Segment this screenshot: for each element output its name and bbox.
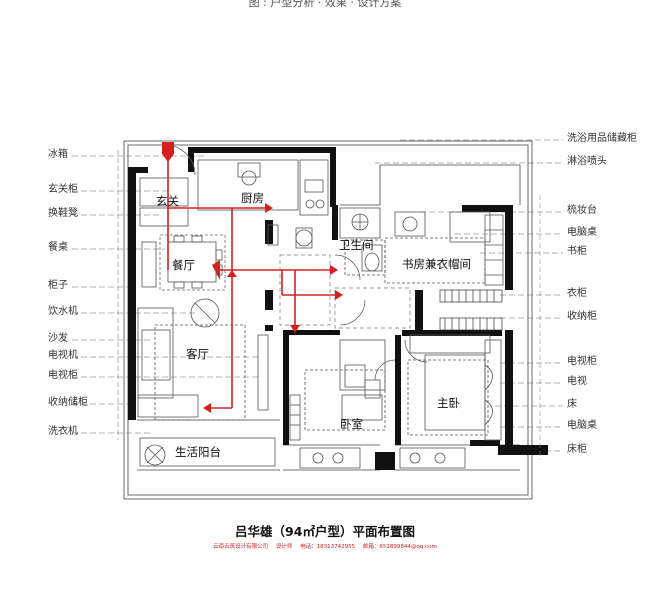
wardrobe-hatch: [439, 289, 503, 331]
bathroom-fixtures: [295, 207, 386, 276]
label-sofa: 沙发: [48, 333, 68, 344]
entry-fixtures: [139, 144, 196, 227]
label-storage: 收纳柜: [567, 311, 597, 322]
firm-email: 邮箱：651899844@qq.com: [362, 544, 437, 550]
room-dining: 餐厅: [172, 258, 195, 272]
label-dining-table: 餐桌: [48, 242, 68, 253]
label-tv-right: 电视: [567, 376, 587, 387]
label-bookcase: 书柜: [567, 246, 587, 257]
arrow-heads: [162, 142, 343, 413]
firm-phone: 电话：18313742955: [300, 544, 356, 550]
left-guide-lines: [72, 155, 260, 434]
room-study: 书房兼衣帽间: [402, 257, 471, 271]
room-bedroom: 卧室: [340, 417, 363, 431]
label-tv-cabinet: 电视柜: [48, 370, 78, 381]
label-water-dispenser: 饮水机: [48, 306, 78, 317]
room-entry: 玄关: [156, 194, 179, 208]
room-living: 客厅: [186, 347, 209, 361]
label-bath-storage: 洗浴用品储藏柜: [567, 133, 637, 144]
bedroom-fixtures: [289, 339, 386, 441]
label-dresser: 梳妆台: [567, 205, 597, 216]
label-computer-desk: 电脑桌: [567, 227, 597, 238]
living-fixtures: [137, 307, 269, 421]
firm-info: 云南云筑设计有限公司 设计师 电话：18313742955 邮箱：6518998…: [0, 542, 650, 550]
walls: [128, 147, 548, 470]
plan-title: 吕华雄（94㎡户型）平面布置图: [235, 524, 415, 539]
label-cabinet: 柜子: [48, 280, 68, 291]
kitchen-fixtures: [197, 159, 329, 246]
label-computer-desk-2: 电脑桌: [567, 420, 597, 431]
label-bedside-cabinet: 床柜: [567, 444, 587, 455]
room-kitchen: 厨房: [241, 191, 264, 205]
room-bathroom: 卫生间: [339, 238, 374, 252]
label-fridge: 冰箱: [48, 149, 68, 160]
label-storage-cabinet: 收纳储柜: [48, 397, 88, 408]
circulation-arrows: [167, 160, 335, 409]
label-wardrobe: 衣柜: [567, 288, 587, 299]
room-balcony: 生活阳台: [175, 445, 221, 459]
label-tv: 电视机: [48, 350, 78, 361]
room-master: 主卧: [437, 396, 460, 410]
label-shoe-bench: 换鞋凳: [48, 208, 78, 219]
balcony-fixtures: [139, 437, 466, 469]
dining-fixtures: [159, 234, 226, 291]
firm-designer: 设计师: [275, 544, 293, 550]
top-banner-text: 图 : 户型分析 · 效果 · 设计方案: [248, 0, 402, 9]
master-fixtures: [407, 334, 502, 441]
label-tv-cabinet-right: 电视柜: [567, 356, 597, 367]
study-fixtures: [384, 211, 504, 286]
label-washing-machine: 洗衣机: [48, 426, 78, 437]
right-guide-lines: [375, 139, 563, 452]
firm-company: 云南云筑设计有限公司: [213, 544, 269, 550]
label-entry-cabinet: 玄关柜: [48, 184, 78, 195]
label-shower: 淋浴喷头: [567, 156, 607, 167]
door-swings: [334, 254, 428, 381]
label-bed: 床: [567, 399, 577, 410]
